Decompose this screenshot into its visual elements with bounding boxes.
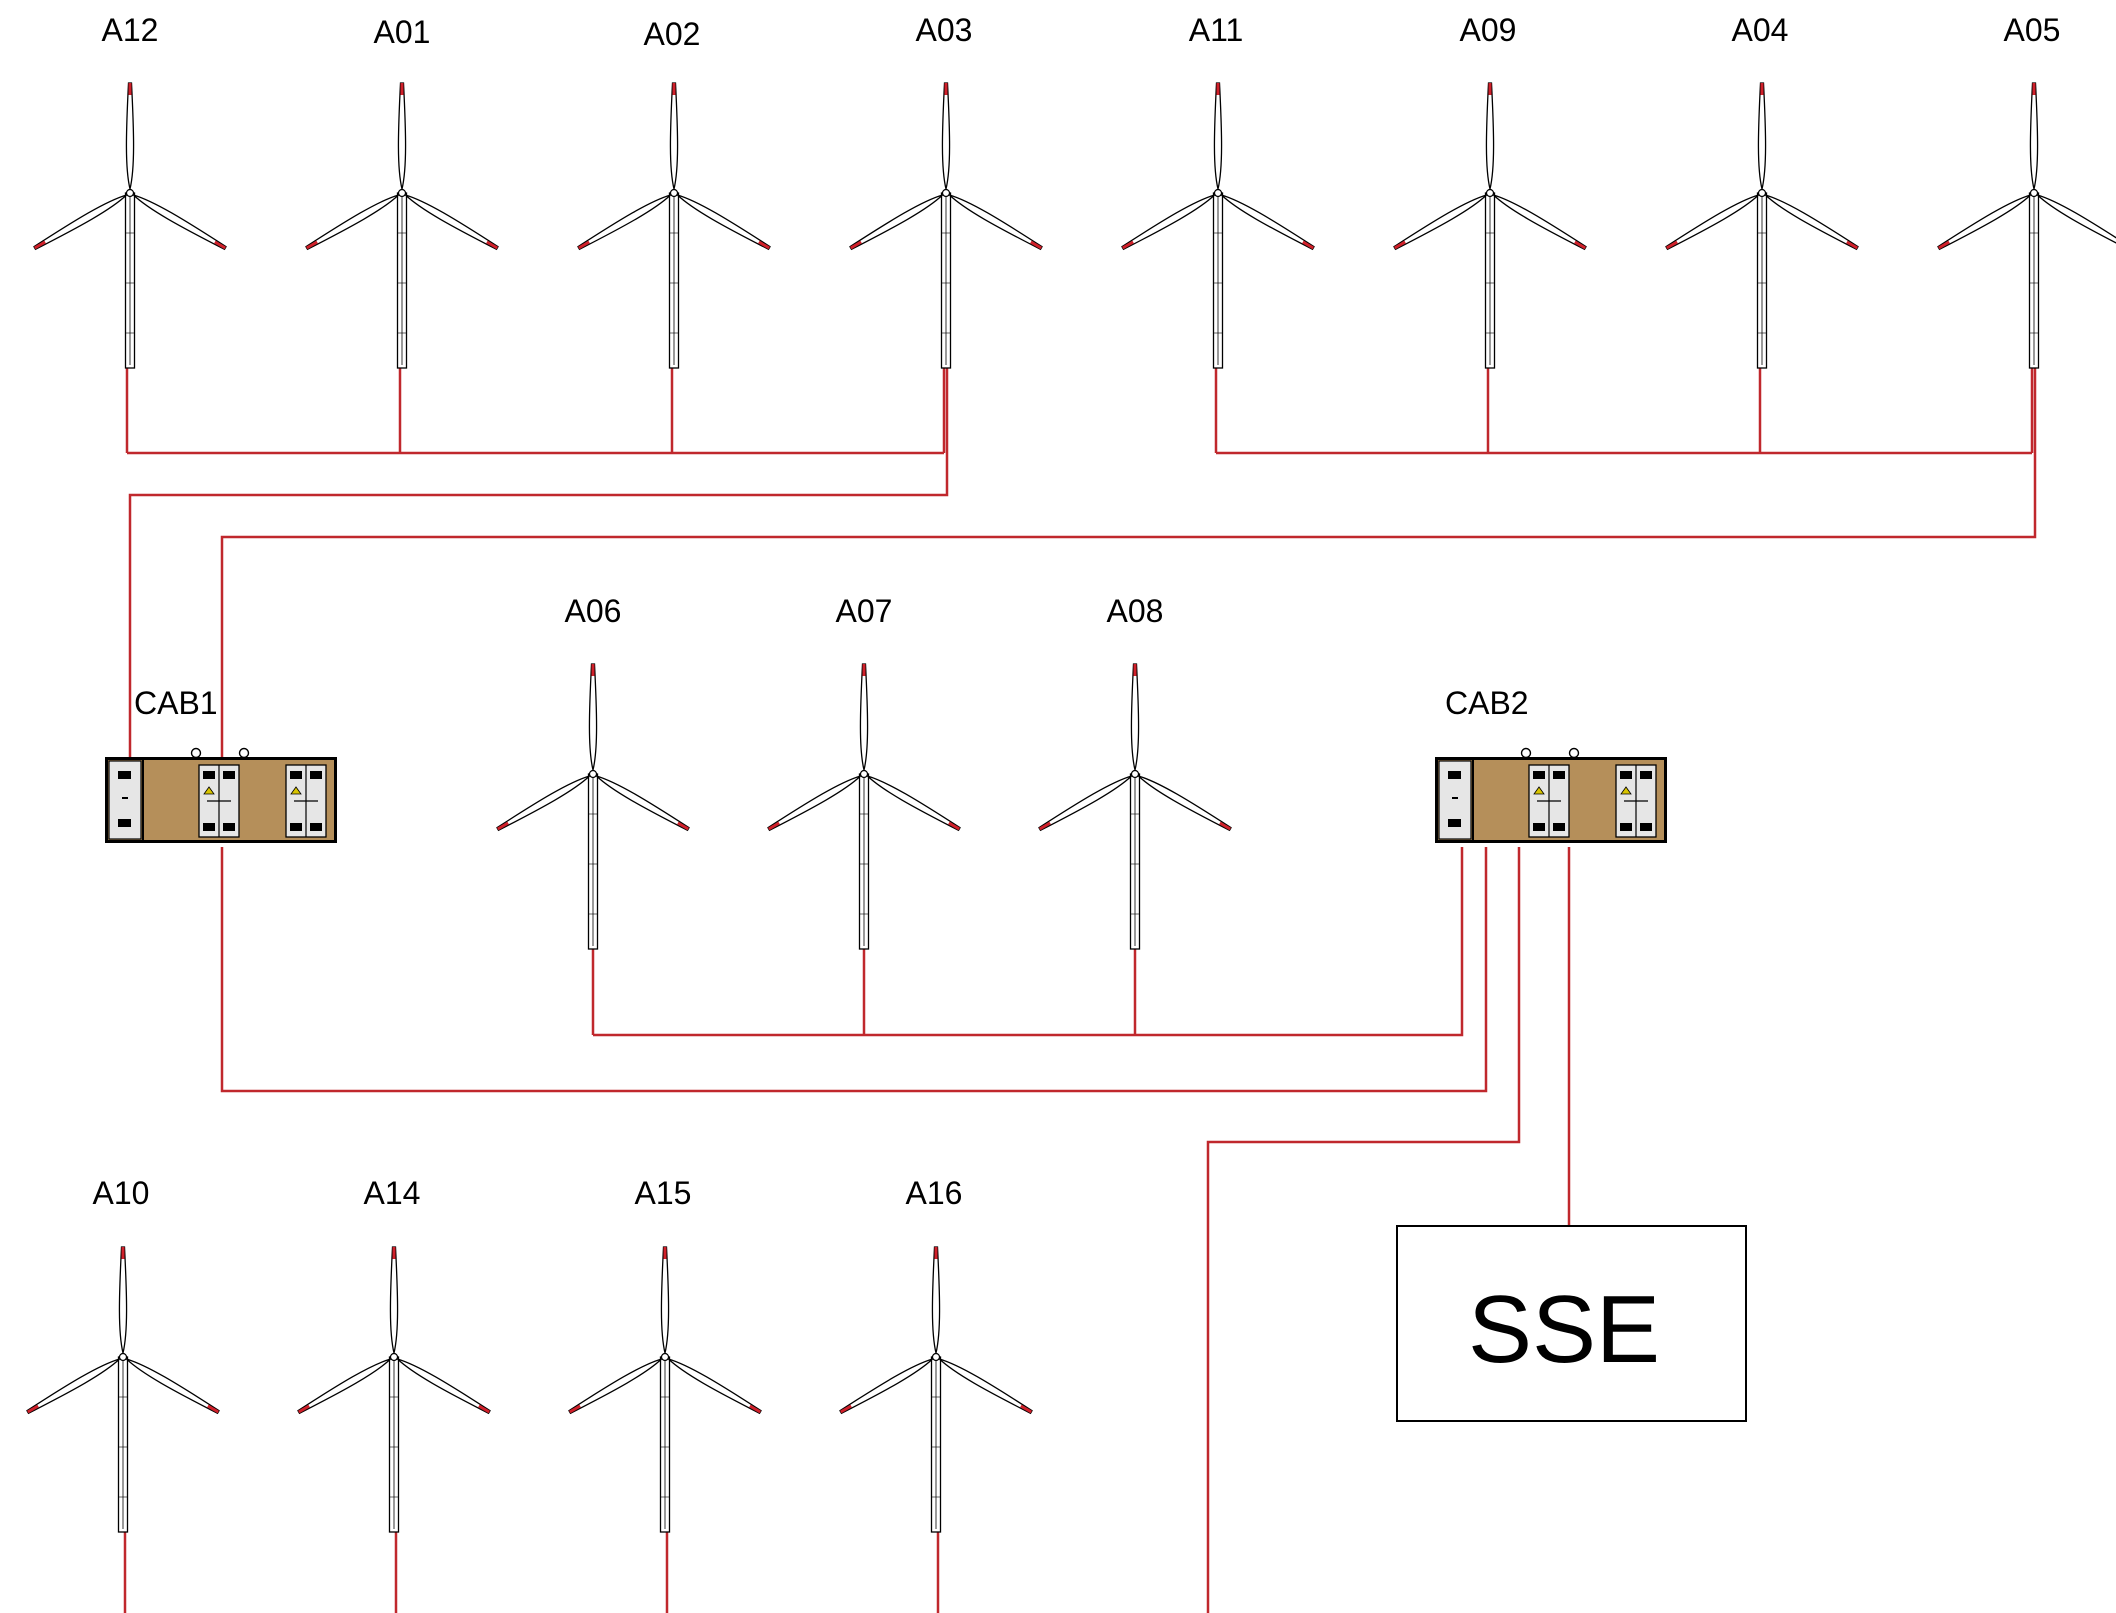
turbine-label-a06: A06 [565,593,622,629]
cable-a05-to-cab1 [220,368,2037,757]
substation-box [1396,1225,1747,1422]
turbine-row-2: A06 A07 A08 [495,593,1233,950]
turbine-a05-icon [1936,82,2116,369]
turbine-label-a11: A11 [1189,12,1244,48]
turbine-label-a09: A09 [1460,12,1517,48]
turbine-a07-icon [766,663,962,950]
turbine-a02-icon [576,82,772,369]
cabinet-cab2: CAB2 [1434,685,1668,844]
turbine-a09-icon [1392,82,1588,369]
turbine-a06-icon [495,663,691,950]
turbine-a08-icon [1037,663,1233,950]
turbine-label-a15: A15 [635,1175,692,1211]
cable-row2-bus [593,847,1464,1037]
substation-sse: SSE [1396,1225,1747,1422]
turbine-a14-icon [296,1246,492,1533]
turbine-label-a08: A08 [1107,593,1164,629]
cable-network [123,368,2037,1613]
cabinet-cab1-icon [104,747,338,844]
turbine-a01-icon [304,82,500,369]
turbine-label-a02: A02 [644,16,701,52]
substation-label: SSE [1468,1276,1660,1383]
turbine-label-a14: A14 [364,1175,421,1211]
turbine-label-a03: A03 [916,12,973,48]
cable-cab1-to-cab2 [220,847,1488,1093]
turbine-a11-icon [1120,82,1316,369]
turbine-label-a16: A16 [906,1175,963,1211]
cable-cab2-to-row3 [1206,847,1521,1613]
turbine-a16-icon [838,1246,1034,1533]
cabinet-label-cab1: CAB1 [134,685,218,721]
turbine-label-a05: A05 [2004,12,2061,48]
turbine-a03-icon [848,82,1044,369]
turbine-a04-icon [1664,82,1860,369]
turbine-a12-icon [32,82,228,369]
turbine-row-3: A10 A14 A15 A16 [25,1175,1034,1533]
turbine-label-a12: A12 [102,12,159,48]
cable-a03-to-cab1 [128,368,949,757]
turbine-label-a07: A07 [836,593,893,629]
cabinet-cab2-icon [1434,747,1668,844]
turbine-label-a10: A10 [93,1175,150,1211]
cabinet-label-cab2: CAB2 [1445,685,1529,721]
turbine-label-a01: A01 [374,14,431,50]
cabinet-cab1: CAB1 [104,685,338,844]
turbine-a10-icon [25,1246,221,1533]
turbine-a15-icon [567,1246,763,1533]
turbine-row-1: A12 A01 A02 A03 A11 A09 A04 A05 [32,12,2116,369]
turbine-label-a04: A04 [1732,12,1789,48]
